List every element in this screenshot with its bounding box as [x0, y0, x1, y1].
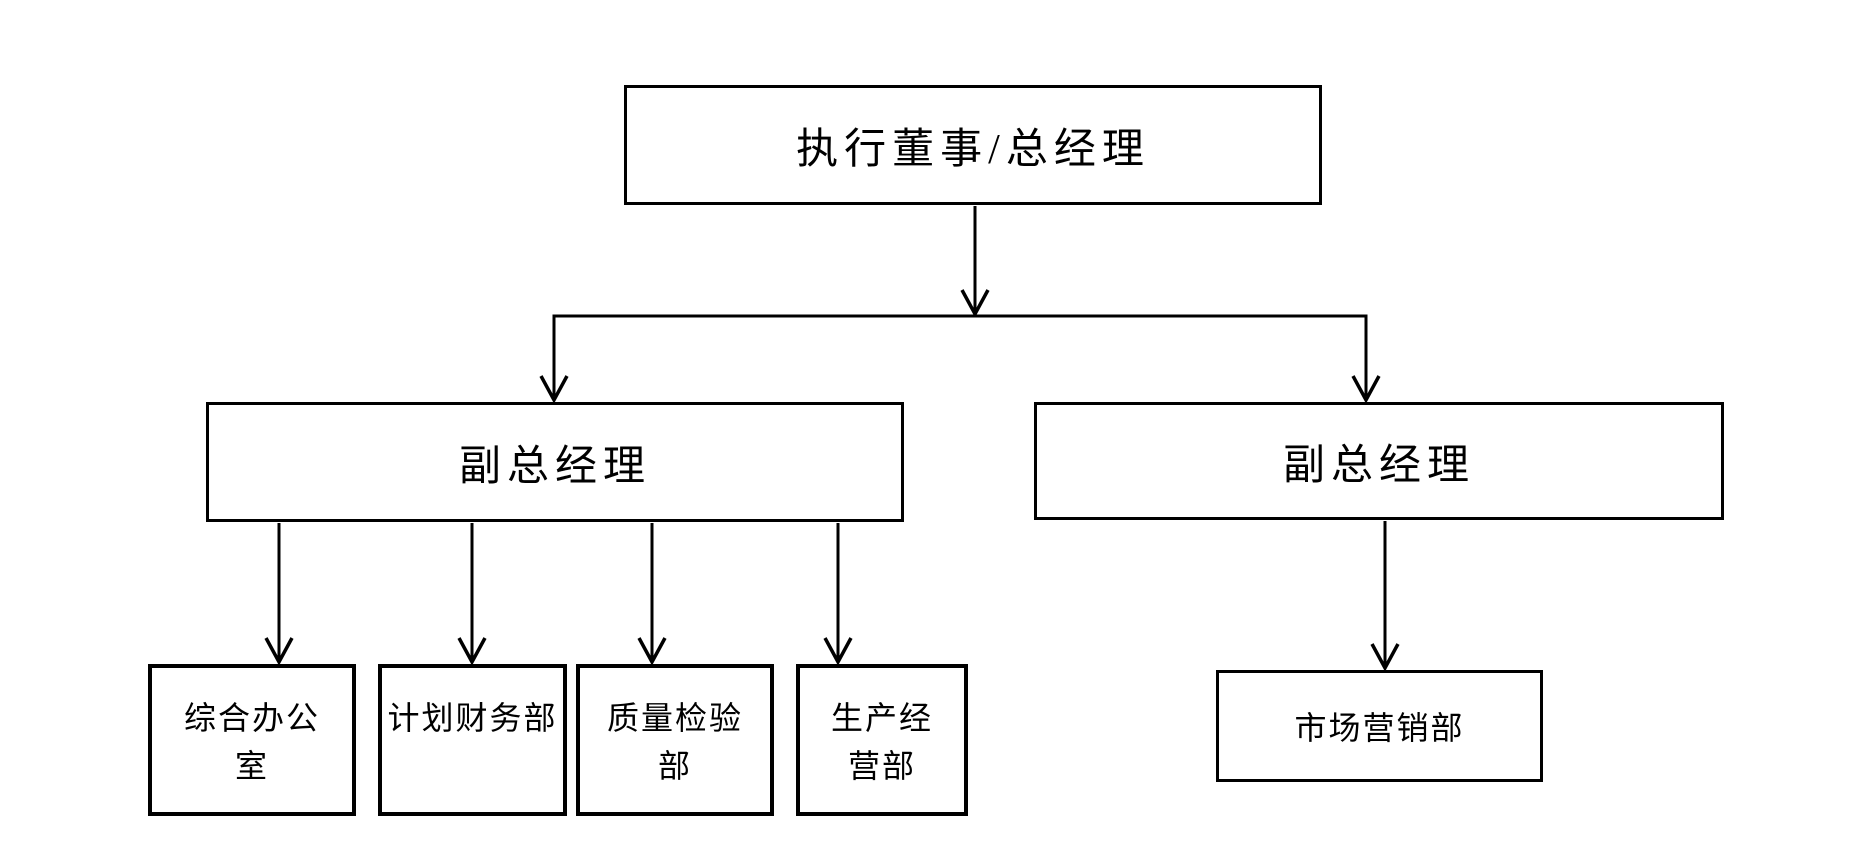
- arrow-down-icon: [637, 637, 667, 666]
- node-planning-finance-dept: 计划财务部: [378, 664, 567, 816]
- node-marketing-dept: 市场营销部: [1216, 670, 1543, 782]
- arrow-down-icon: [457, 637, 487, 666]
- node-deputy-general-manager-left: 副总经理: [206, 402, 904, 522]
- node-deputy-general-manager-right: 副总经理: [1034, 402, 1724, 520]
- arrow-down-icon: [960, 289, 990, 318]
- node-quality-inspection-dept: 质量检验 部: [576, 664, 774, 816]
- node-executive-director: 执行董事/总经理: [624, 85, 1322, 205]
- arrow-down-icon: [539, 375, 569, 404]
- arrow-down-icon: [1370, 643, 1400, 672]
- edge-deputy-tee: [552, 314, 1368, 396]
- node-production-operation-dept: 生产经 营部: [796, 664, 968, 816]
- arrow-down-icon: [823, 637, 853, 666]
- node-general-office: 综合办公 室: [148, 664, 356, 816]
- arrow-down-icon: [1351, 375, 1381, 404]
- arrow-down-icon: [264, 637, 294, 666]
